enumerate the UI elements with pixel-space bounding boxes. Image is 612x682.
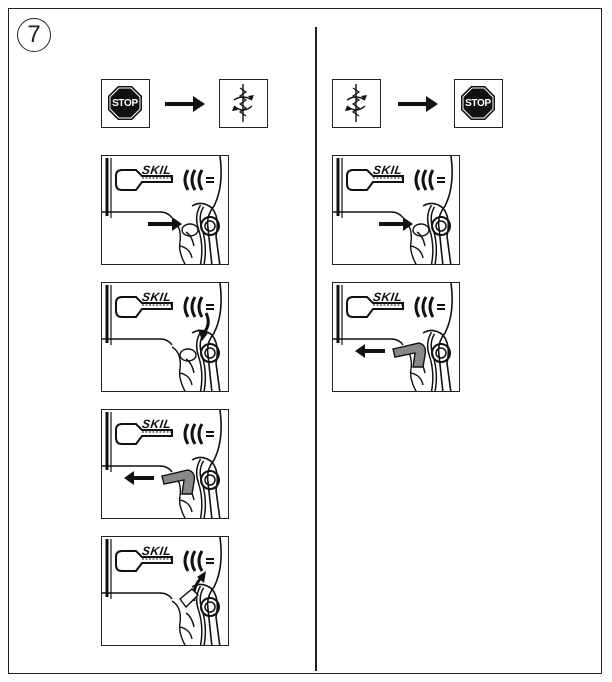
arrow-right-icon <box>165 95 205 113</box>
rotation-box <box>332 79 381 128</box>
left-illustration-panel: SKIL <box>101 282 229 392</box>
drill-rotation-icon <box>333 80 379 126</box>
stop-label: STOP <box>107 85 143 121</box>
right-sequence: STOP <box>332 79 502 129</box>
brand-logo: SKIL <box>141 544 172 558</box>
brand-logo: SKIL <box>141 417 172 431</box>
arrow-right-icon <box>398 95 438 113</box>
right-illustration-panel: SKIL <box>332 155 460 265</box>
stop-box: STOP <box>101 79 150 128</box>
left-sequence: STOP <box>101 79 271 129</box>
left-illustration-panel: SKIL <box>101 536 229 646</box>
brand-logo: SKIL <box>372 163 403 177</box>
brand-logo: SKIL <box>141 290 172 304</box>
drill-rotation-icon <box>220 80 266 126</box>
stop-box: STOP <box>454 79 503 128</box>
brand-logo: SKIL <box>141 163 172 177</box>
brand-logo: SKIL <box>372 290 403 304</box>
rotation-box <box>219 79 268 128</box>
right-illustration-panel: SKIL <box>332 282 460 392</box>
left-illustration-panel: SKIL <box>101 409 229 519</box>
step-number-badge: 7 <box>17 18 51 52</box>
stop-label: STOP <box>460 85 496 121</box>
figure-frame: 7 STOP <box>8 8 602 674</box>
column-divider <box>315 27 317 671</box>
left-illustration-panel: SKIL <box>101 155 229 265</box>
